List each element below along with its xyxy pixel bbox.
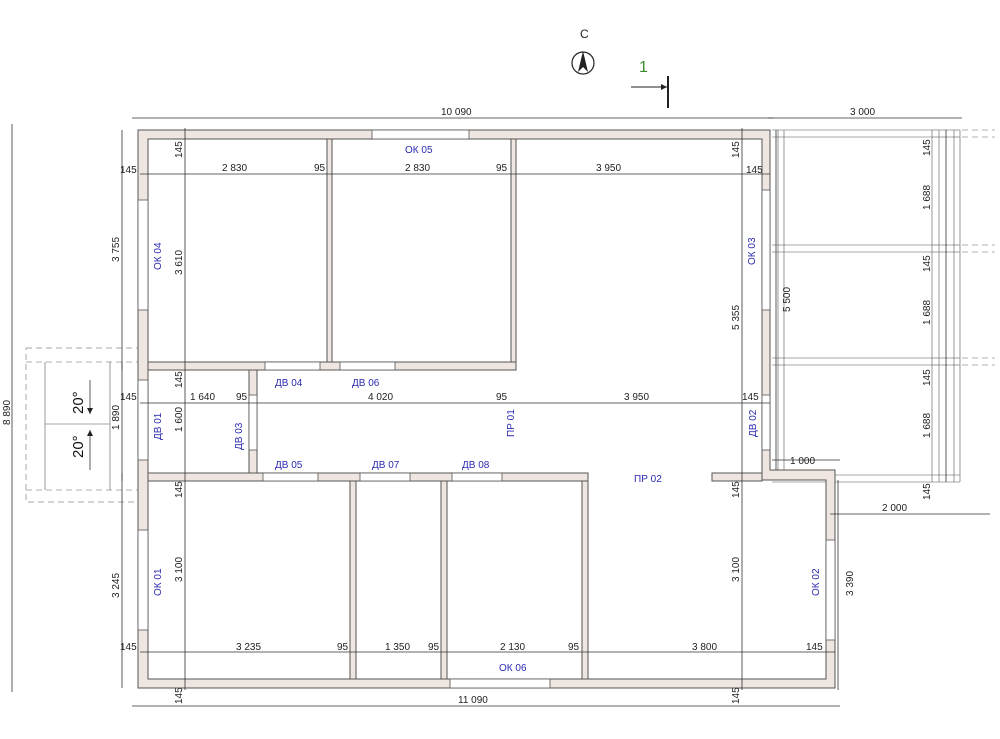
dim-b-145-b: 145 [806,642,823,653]
label-ok02: ОК 02 [811,568,822,596]
dim-b-145-f: 145 [731,687,742,704]
label-dv03: ДВ 03 [234,422,245,450]
dim-hall-95-a: 95 [236,392,248,403]
dim-wall-95-a: 95 [314,163,326,174]
label-dv01: ДВ 01 [153,412,164,440]
dim-terrace-h: 5 500 [782,287,793,312]
dim-b-145-d: 145 [731,481,742,498]
dim-hall-right: 3 950 [624,392,649,403]
label-dv07: ДВ 07 [372,460,400,471]
dim-b-95-a: 95 [337,642,349,653]
element-labels: ОК 05 ОК 04 ОК 03 ОК 01 ОК 02 ОК 06 ДВ 0… [153,145,822,674]
dim-b4-w: 3 800 [692,642,717,653]
walls [137,129,836,689]
label-ok05: ОК 05 [405,145,433,156]
dim-r1-w: 2 830 [222,163,247,174]
section-mark: 1 [631,59,669,108]
north-arrow: С [571,27,595,75]
dim-r1-h: 3 610 [174,250,185,275]
dim-r2-w: 2 830 [405,163,430,174]
dim-terr-145-b: 145 [922,255,933,272]
dim-hall-145-c: 145 [174,371,185,388]
dim-porch-w: 1 000 [790,456,815,467]
dim-wall-145-a: 145 [120,165,137,176]
angle-upper: 20° [70,391,87,414]
label-ok06: ОК 06 [499,663,527,674]
dim-b4-h: 3 100 [731,557,742,582]
label-dv02: ДВ 02 [748,409,759,437]
label-dv06: ДВ 06 [352,378,380,389]
dim-wall-95-b: 95 [496,163,508,174]
dim-hall-small: 1 640 [190,392,215,403]
dim-b-95-c: 95 [568,642,580,653]
angle-lower: 20° [70,435,87,458]
dim-wall-145-b: 145 [746,165,763,176]
dim-left-mid: 1 890 [111,405,122,430]
label-ok01: ОК 01 [153,568,164,596]
dim-b-95-b: 95 [428,642,440,653]
label-dv05: ДВ 05 [275,460,303,471]
dimension-texts: 10 090 3 000 11 090 8 890 3 755 1 890 3 … [2,107,933,706]
dim-wall-145-c: 145 [174,141,185,158]
label-pr02: ПР 02 [634,474,662,485]
dim-r3-w: 3 950 [596,163,621,174]
label-ok03: ОК 03 [747,237,758,265]
dim-terrace-width: 3 000 [850,107,875,118]
dim-porch-h: 3 390 [845,571,856,596]
dim-left-upper: 3 755 [111,237,122,262]
dim-hall-145-b: 145 [742,392,759,403]
dim-b2-w: 1 350 [385,642,410,653]
dim-b1-h: 3 100 [174,557,185,582]
dim-terr-145-c: 145 [922,369,933,386]
porch-left: 20° 20° [25,347,139,503]
section-number: 1 [639,59,648,76]
dim-b1-w: 3 235 [236,642,261,653]
dim-terr-145-d: 145 [922,483,933,500]
dim-r3-h: 5 355 [731,305,742,330]
dim-b-145-e: 145 [174,687,185,704]
dim-b-145-a: 145 [120,642,137,653]
label-ok04: ОК 04 [153,242,164,270]
dim-hall-145-a: 145 [120,392,137,403]
dim-bottom-width: 11 090 [458,695,488,706]
dimension-lines [11,117,990,707]
dim-terr3: 1 688 [922,413,933,438]
dim-hall: 4 020 [368,392,393,403]
dim-wall-145-d: 145 [731,141,742,158]
dim-b3-w: 2 130 [500,642,525,653]
dim-terr1: 1 688 [922,185,933,210]
terrace [772,129,995,483]
dim-hall-95-b: 95 [496,392,508,403]
dim-porch-ext: 2 000 [882,503,907,514]
dim-bath-h: 1 600 [174,407,185,432]
dim-b-145-c: 145 [174,481,185,498]
label-dv04: ДВ 04 [275,378,303,389]
label-pr01: ПР 01 [506,409,517,437]
label-dv08: ДВ 08 [462,460,490,471]
north-letter: С [580,27,589,41]
dim-total-height: 8 890 [2,400,13,425]
dim-left-lower: 3 245 [111,573,122,598]
dim-terr-145-a: 145 [922,139,933,156]
dim-top-width: 10 090 [441,107,472,118]
dim-terr2: 1 688 [922,300,933,325]
